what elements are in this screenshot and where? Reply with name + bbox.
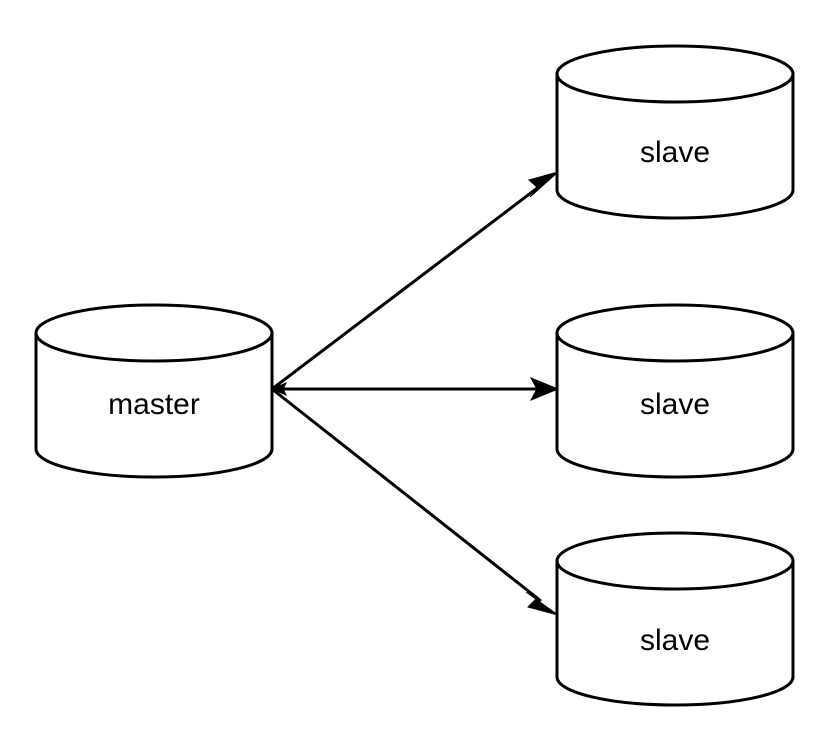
node-slave-2-label: slave — [640, 388, 710, 421]
node-slave-2-lid — [555, 303, 795, 363]
node-slave-1-lid — [555, 44, 795, 104]
node-slave-1-body — [555, 72, 795, 220]
node-slave-3-lid — [555, 531, 795, 591]
arrowhead-icon — [527, 171, 559, 198]
node-master-label: master — [108, 388, 200, 421]
node-master-lid — [34, 303, 274, 363]
edge-master-to-slave-3[interactable] — [271, 387, 559, 616]
node-master[interactable]: master — [34, 303, 274, 479]
edge-line-master-to-slave-1 — [271, 184, 541, 391]
edge-master-to-slave-1[interactable] — [271, 171, 559, 391]
edge-master-to-slave-2[interactable] — [272, 377, 560, 401]
node-slave-2-body — [555, 331, 795, 479]
node-slave-1[interactable]: slave — [555, 44, 795, 220]
node-slave-1-label: slave — [640, 136, 710, 169]
node-slave-3[interactable]: slave — [555, 531, 795, 707]
edges-layer — [270, 171, 560, 616]
node-slave-3-body — [555, 559, 795, 707]
node-slave-2[interactable]: slave — [555, 303, 795, 479]
edge-line-master-to-slave-3 — [271, 387, 542, 603]
arrowhead-icon — [525, 591, 559, 616]
node-slave-3-label: slave — [640, 624, 710, 657]
junction-marker-icon — [270, 382, 288, 396]
arrowhead-icon — [529, 377, 560, 401]
node-master-body — [34, 331, 274, 479]
